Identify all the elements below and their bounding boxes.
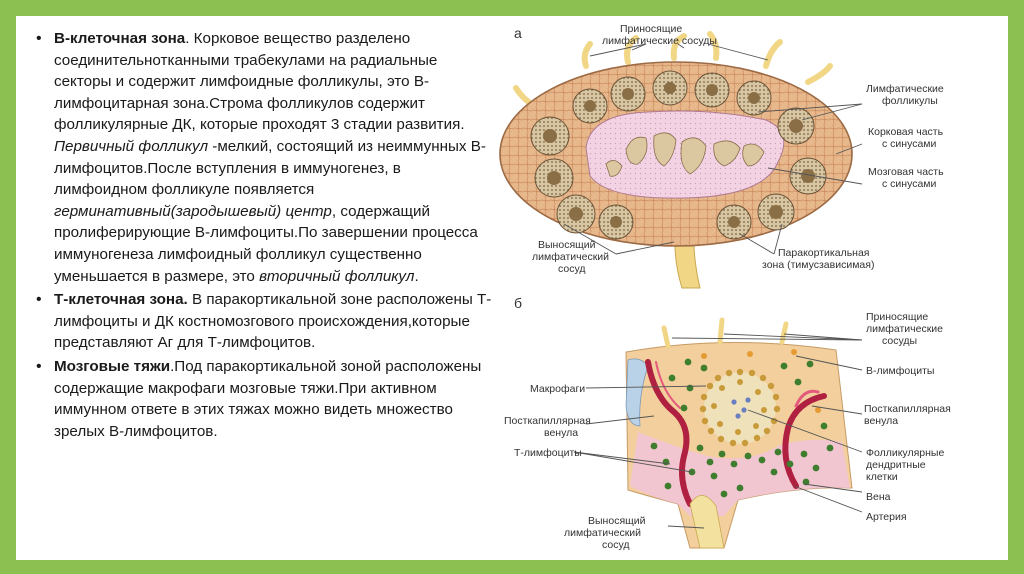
follicle [789,157,827,195]
follicle [610,76,646,112]
medullary-cords [605,132,765,177]
medullary-cords-heading: Мозговые тяжи [54,357,171,375]
text-column: В-клеточная зона. Корковое вещество разд… [34,28,496,442]
label-macrophages: Макрофаги [530,383,585,395]
label-paracortex-2: зона (тимусзависимая) [762,259,874,271]
panel-b-letter: б [514,295,522,311]
blood-vessels-b [645,359,827,507]
bullet-medullary-cords: Мозговые тяжи.Под паракортикальной зоной… [34,356,496,442]
follicle [534,158,574,198]
efferent-vessel-b [689,495,725,549]
panel-a-letter: а [514,25,522,41]
t-cell-zone-heading: Т-клеточная зона. [54,291,188,309]
label-b-lymphocytes: В-лимфоциты [866,365,934,377]
follicle [777,107,815,145]
slide: В-клеточная зона. Корковое вещество разд… [16,16,1008,560]
b-lymphocytes [701,349,821,413]
t-lymphocytes [650,358,834,508]
label-postcap-right-2: венула [864,415,898,427]
panel-a: а [499,23,944,289]
label-artery: Артерия [866,511,907,523]
label-postcap-left-2: венула [544,427,578,439]
follicle [556,194,596,234]
dendritic-cells [731,397,751,419]
follicle [530,116,570,156]
bullet-b-cell-zone: В-клеточная зона. Корковое вещество разд… [34,28,496,287]
label-medulla-1: Мозговая часть [868,166,944,178]
label-cortex-2: с синусами [882,138,937,150]
label-fdc-3: клетки [866,471,898,483]
label-vein: Вена [866,491,891,503]
follicle-ring-cells [699,368,781,447]
panel-b: б [504,295,951,551]
label-afferent-b-3: сосуды [882,335,917,347]
label-cortex-1: Корковая часть [868,126,944,138]
label-t-lymphocytes: Т-лимфоциты [514,447,582,459]
label-medulla-2: с синусами [882,178,937,190]
label-afferent-b-1: Приносящие [866,311,928,323]
b-cell-zone-heading: В-клеточная зона [54,30,186,47]
bullet-t-cell-zone: Т-клеточная зона. В паракортикальной зон… [34,289,496,354]
label-efferent-b-2: лимфатический [564,527,641,539]
follicle [736,80,772,116]
label-afferent-b-2: лимфатические [866,323,943,335]
follicle [652,70,688,106]
label-afferent-a-1: Приносящие [620,23,682,35]
leader-lines-a [563,43,863,255]
label-efferent-a-3: сосуд [558,263,586,275]
follicles-a [530,70,827,240]
label-paracortex-1: Паракортикальная [778,247,870,259]
follicle-b [699,368,781,447]
label-postcap-left-1: Посткапиллярная [504,415,591,427]
label-afferent-a-2: лимфатические сосуды [602,35,717,47]
follicle [572,88,608,124]
follicle [757,193,795,231]
follicle [598,204,634,240]
label-postcap-right-1: Посткапиллярная [864,403,951,415]
label-efferent-a-2: лимфатический [532,251,609,263]
label-efferent-b-3: сосуд [602,539,630,551]
lymph-node-figure: а [499,23,951,551]
label-fdc-1: Фолликулярные [866,447,944,459]
follicle [716,204,752,240]
leader-lines-b [573,333,863,529]
follicle [694,72,730,108]
label-efferent-a-1: Выносящий [538,239,596,251]
label-follicles-2: фолликулы [882,95,938,107]
label-efferent-b-1: Выносящий [588,515,646,527]
label-follicles-1: Лимфатические [866,83,944,95]
label-fdc-2: дендритные [866,459,926,471]
